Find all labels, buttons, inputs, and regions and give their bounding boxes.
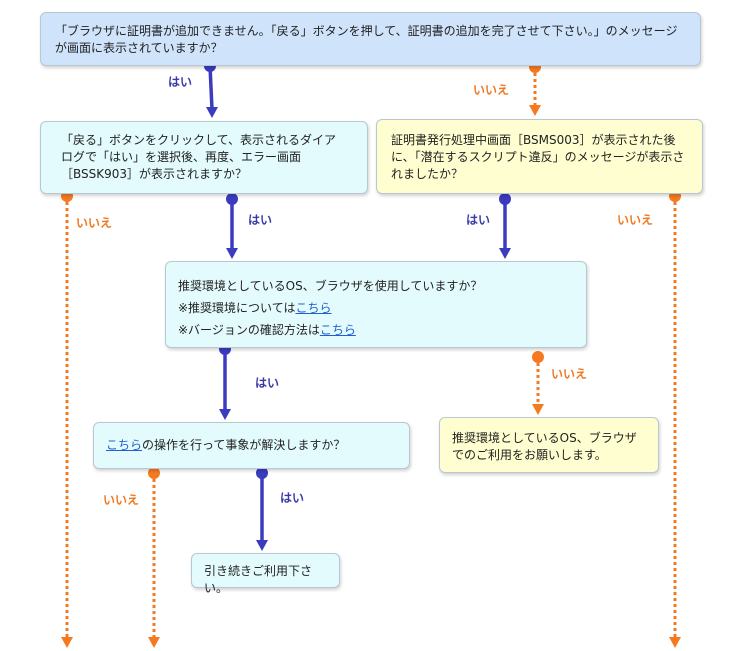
yes-arrow-1-head	[206, 107, 218, 118]
question-text: の操作を行って事象が解決しますか？	[142, 438, 346, 452]
yes-label-5: はい	[280, 491, 305, 505]
yes-label-1: はい	[168, 75, 193, 89]
question-text: 証明書発行処理中画面［BSMS003］が表示された後に、「潜在するスクリプト違反…	[391, 133, 685, 181]
result-text: 引き続きご利用下さい。	[204, 564, 313, 595]
yes-arrow-5	[256, 467, 268, 551]
operation-link[interactable]: こちら	[106, 438, 143, 452]
no-label-2: いいえ	[76, 216, 113, 230]
question-box-recommended-env: 推奨環境としているOS、ブラウザを使用していますか？ ※推奨環境についてはこちら…	[165, 261, 587, 348]
no-arrow-5	[148, 467, 160, 648]
no-arrow-1	[529, 61, 541, 116]
no-arrow-3-head	[669, 637, 681, 648]
question-text: 「戻る」ボタンをクリックして、表示されるダイアログで「はい」を選択後、再度、エラ…	[61, 133, 337, 181]
yes-arrow-5-start-dot	[256, 467, 268, 479]
no-arrow-4-start-dot	[532, 351, 544, 363]
result-box-continue: 引き続きご利用下さい。	[191, 553, 340, 595]
question-box-back-button: 「戻る」ボタンをクリックして、表示されるダイアログで「はい」を選択後、再度、エラ…	[40, 121, 368, 194]
yes-arrow-2-start-dot	[226, 193, 238, 205]
version-check-link[interactable]: こちら	[319, 323, 356, 337]
yes-arrow-5-head	[256, 540, 268, 551]
question-text: 推奨環境としているOS、ブラウザを使用していますか？	[178, 279, 483, 293]
yes-arrow-2	[226, 193, 238, 259]
result-text: 推奨環境としているOS、ブラウザでのご利用をお願いします。	[452, 431, 637, 462]
no-arrow-4-head	[532, 404, 544, 415]
question-box-script-violation: 証明書発行処理中画面［BSMS003］が表示された後に、「潜在するスクリプト違反…	[376, 119, 703, 194]
question-text: 「ブラウザに証明書が追加できません。「戻る」ボタンを押して、証明書の追加を完了さ…	[55, 24, 678, 55]
no-arrow-2-head	[61, 637, 73, 648]
yes-arrow-1-line	[208, 65, 214, 110]
yes-label-2: はい	[248, 213, 273, 227]
question-box-operation: こちらの操作を行って事象が解決しますか？	[93, 422, 410, 469]
result-box-use-recommended: 推奨環境としているOS、ブラウザでのご利用をお願いします。	[439, 417, 659, 473]
yes-arrow-4	[219, 343, 231, 420]
note-text: ※推奨環境については	[178, 301, 296, 315]
yes-arrow-4-head	[219, 409, 231, 420]
yes-arrow-3-head	[499, 248, 511, 259]
no-label-1: いいえ	[473, 83, 510, 97]
no-label-5: いいえ	[103, 493, 140, 507]
yes-arrow-3-start-dot	[499, 193, 511, 205]
no-arrow-3	[669, 190, 681, 648]
yes-label-3: はい	[466, 213, 491, 227]
yes-arrow-1	[204, 60, 218, 118]
note-text: ※バージョンの確認方法は	[178, 323, 320, 337]
no-arrow-2	[61, 190, 73, 648]
no-arrow-5-head	[148, 637, 160, 648]
no-arrow-5-start-dot	[148, 467, 160, 479]
no-label-3: いいえ	[617, 213, 654, 227]
note-recommended-env: ※推奨環境についてはこちら	[178, 297, 574, 319]
question-box-error-message: 「ブラウザに証明書が追加できません。「戻る」ボタンを押して、証明書の追加を完了さ…	[40, 12, 701, 66]
no-label-4: いいえ	[551, 367, 588, 381]
yes-label-4: はい	[255, 376, 280, 390]
recommended-env-link[interactable]: こちら	[295, 301, 332, 315]
yes-arrow-3	[499, 193, 511, 259]
yes-arrow-2-head	[226, 248, 238, 259]
no-arrow-1-head	[529, 105, 541, 116]
no-arrow-4	[532, 351, 544, 415]
note-version-check: ※バージョンの確認方法はこちら	[178, 319, 574, 341]
